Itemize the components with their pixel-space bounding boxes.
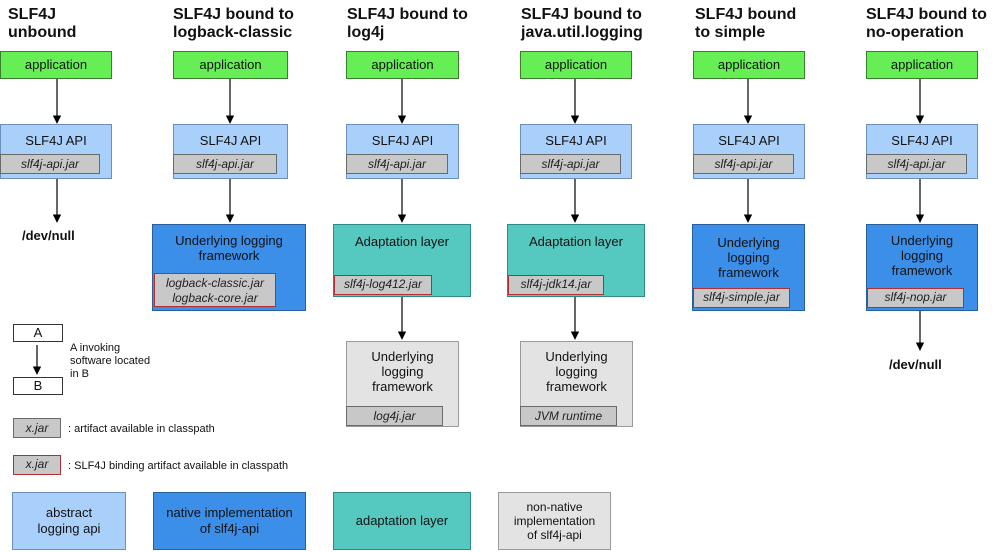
api-jar: slf4j-api.jar	[346, 154, 448, 174]
column-title-logback: SLF4J bound to logback-classic	[173, 6, 294, 41]
column-title-jul: SLF4J bound to java.util.logging	[521, 6, 643, 41]
application-box: application	[866, 51, 978, 79]
api-jar: slf4j-api.jar	[866, 154, 967, 174]
adaptation-label: Adaptation layer	[529, 234, 623, 249]
jar-logback-classic: logback-classic.jar	[165, 276, 265, 290]
swatch-adaptation: adaptation layer	[333, 492, 471, 550]
framework-jar: JVM runtime	[520, 406, 617, 426]
framework-label: Underlying logging framework	[545, 349, 608, 394]
api-jar: slf4j-api.jar	[520, 154, 621, 174]
framework-label: Underlying logging framework	[717, 235, 780, 280]
api-label: SLF4J API	[371, 133, 434, 148]
adaptation-label: Adaptation layer	[355, 234, 449, 249]
legend-box-a: A	[13, 324, 63, 342]
framework-label: Underlying logging framework	[175, 233, 283, 263]
framework-jar: log4j.jar	[346, 406, 443, 426]
api-jar: slf4j-api.jar	[693, 154, 794, 174]
legend-jar-text: : artifact available in classpath	[68, 423, 215, 435]
devnull-label: /dev/null	[889, 357, 942, 372]
application-box: application	[693, 51, 805, 79]
binding-jar: slf4j-simple.jar	[693, 288, 790, 308]
framework-label: Underlying logging framework	[371, 349, 434, 394]
api-label: SLF4J API	[199, 133, 262, 148]
api-label: SLF4J API	[891, 133, 953, 148]
legend-box-b: B	[13, 377, 63, 395]
legend-invoking-text: A invoking software located in B	[70, 342, 151, 380]
legend-binding-example: x.jar	[13, 455, 61, 475]
binding-jar: slf4j-log412.jar	[334, 275, 432, 295]
api-label: SLF4J API	[545, 133, 607, 148]
legend-binding-text: : SLF4J binding artifact available in cl…	[68, 460, 289, 472]
binding-jar: slf4j-nop.jar	[867, 288, 964, 308]
column-title-log4j: SLF4J bound to log4j	[347, 6, 468, 41]
legend-jar-example: x.jar	[13, 418, 61, 438]
logback-jars: logback-classic.jar logback-core.jar	[154, 273, 276, 307]
swatch-native: native implementation of slf4j-api	[153, 492, 306, 550]
api-label: SLF4J API	[718, 133, 780, 148]
api-jar: slf4j-api.jar	[0, 154, 100, 174]
devnull-label: /dev/null	[22, 228, 75, 243]
swatch-abstract-api: abstract logging api	[12, 492, 126, 550]
application-box: application	[520, 51, 632, 79]
application-box: application	[0, 51, 112, 79]
column-title-nop: SLF4J bound to no-operation	[866, 6, 987, 41]
api-jar: slf4j-api.jar	[173, 154, 277, 174]
api-label: SLF4J API	[25, 133, 87, 148]
jar-logback-core: logback-core.jar	[172, 291, 258, 305]
application-box: application	[346, 51, 459, 79]
framework-label: Underlying logging framework	[890, 233, 954, 278]
column-title-simple: SLF4J bound to simple	[695, 6, 797, 41]
binding-jar: slf4j-jdk14.jar	[508, 275, 604, 295]
swatch-nonnative: non-native implementation of slf4j-api	[498, 492, 611, 550]
column-title-unbound: SLF4J unbound	[8, 6, 77, 41]
application-box: application	[173, 51, 288, 79]
